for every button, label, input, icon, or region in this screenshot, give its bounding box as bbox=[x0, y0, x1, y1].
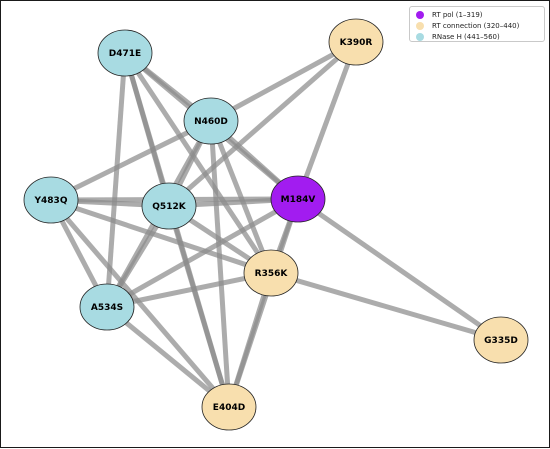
legend-item-rt-connection: RT connection (320–440) bbox=[416, 20, 544, 31]
node-y483q[interactable]: Y483Q bbox=[23, 176, 79, 224]
legend-item-rnase-h: RNase H (441–560) bbox=[416, 31, 544, 42]
node-r356k[interactable]: R356K bbox=[243, 249, 299, 297]
node-circle-g335d bbox=[473, 316, 529, 364]
node-label-k390r: K390R bbox=[340, 38, 373, 48]
legend-label-rt-pol: RT pol (1–319) bbox=[432, 10, 483, 19]
node-label-d471e: D471E bbox=[109, 49, 141, 59]
node-circle-n460d bbox=[183, 97, 239, 145]
edge-m184v-a534s bbox=[105, 196, 300, 310]
node-circle-e404d bbox=[201, 383, 257, 431]
node-circle-k390r bbox=[328, 18, 384, 66]
edge-k390r-m184v bbox=[295, 41, 359, 200]
node-circle-r356k bbox=[243, 249, 299, 297]
edge-q512k-e404d bbox=[166, 205, 232, 408]
node-circle-a534s bbox=[79, 283, 135, 331]
edge-d471e-a534s bbox=[104, 52, 128, 308]
node-e404d[interactable]: E404D bbox=[201, 383, 257, 431]
node-label-a534s: A534S bbox=[91, 303, 123, 313]
edge-d471e-r356k bbox=[122, 51, 274, 275]
node-layer: K390R D471E N460D Y483Q Q512K M184V R356K A534S… bbox=[23, 18, 529, 431]
edge-n460d-k390r bbox=[209, 39, 358, 124]
legend-swatch-rt-pol bbox=[416, 10, 424, 19]
edge-k390r-q512k bbox=[167, 40, 358, 208]
legend-swatch-rt-connection bbox=[416, 21, 424, 30]
node-label-m184v: M184V bbox=[281, 195, 316, 205]
node-circle-y483q bbox=[23, 176, 79, 224]
node-label-r356k: R356K bbox=[255, 269, 289, 279]
edge-m184v-g335d bbox=[296, 196, 503, 343]
edge-r356k-g335d bbox=[270, 270, 502, 343]
node-g335d[interactable]: G335D bbox=[473, 316, 529, 364]
node-circle-m184v bbox=[270, 175, 326, 223]
node-label-n460d: N460D bbox=[194, 117, 228, 127]
legend-label-rnase-h: RNase H (441–560) bbox=[432, 32, 500, 41]
node-circle-d471e bbox=[97, 29, 153, 77]
node-label-q512k: Q512K bbox=[152, 202, 186, 212]
edge-layer bbox=[48, 39, 503, 409]
edge-a534s-e404d bbox=[105, 305, 231, 409]
edge-n460d-y483q bbox=[49, 118, 213, 203]
edge-y483q-e404d bbox=[49, 198, 231, 409]
node-circle-q512k bbox=[141, 182, 197, 230]
legend-label-rt-connection: RT connection (320–440) bbox=[432, 21, 520, 30]
node-label-g335d: G335D bbox=[484, 336, 518, 346]
node-label-y483q: Y483Q bbox=[34, 196, 68, 206]
node-n460d[interactable]: N460D bbox=[183, 97, 239, 145]
node-a534s[interactable]: A534S bbox=[79, 283, 135, 331]
legend-swatch-rnase-h bbox=[416, 32, 424, 41]
edge-y483q-r356k bbox=[50, 197, 272, 276]
node-q512k[interactable]: Q512K bbox=[141, 182, 197, 230]
node-m184v[interactable]: M184V bbox=[270, 175, 326, 223]
legend-item-rt-pol: RT pol (1–319) bbox=[416, 9, 544, 20]
node-k390r[interactable]: K390R bbox=[328, 18, 384, 66]
node-d471e[interactable]: D471E bbox=[97, 29, 153, 77]
legend: RT pol (1–319) RT connection (320–440) R… bbox=[409, 6, 545, 42]
edge-r356k-a534s bbox=[106, 270, 272, 310]
node-label-e404d: E404D bbox=[213, 403, 245, 413]
